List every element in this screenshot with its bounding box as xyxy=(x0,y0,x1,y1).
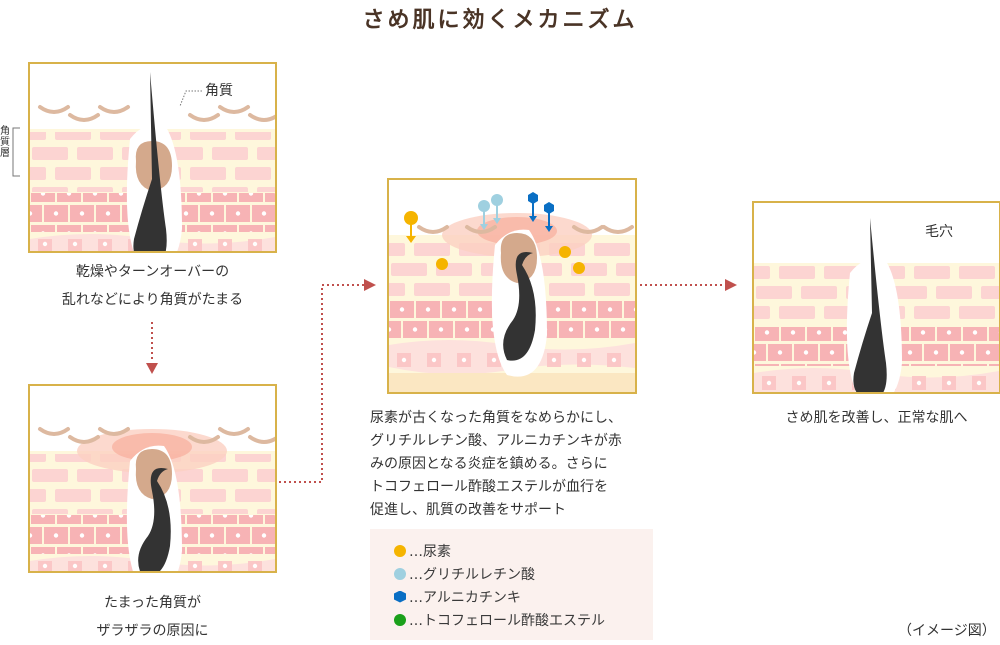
caption-line: 尿素が古くなった角質をなめらかにし、 xyxy=(370,410,622,426)
caption-line: 促進し、肌質の改善をサポート xyxy=(370,502,566,518)
arrow-connector-line xyxy=(279,284,364,483)
bracket xyxy=(12,127,20,177)
caption-step1: 乾燥やターンオーバーの 乱れなどにより角質がたまる xyxy=(20,258,285,314)
legend-item-arnica: …アルニカチンキ xyxy=(394,585,653,608)
panel-dry-skin xyxy=(28,62,277,253)
caption-line: 乱れなどにより角質がたまる xyxy=(61,292,244,308)
ingredient-legend: …尿素 …グリチルレチン酸 …アルニカチンキ …トコフェロール酢酸エステル xyxy=(370,529,653,640)
keratin-label: 角質 xyxy=(205,83,233,99)
caption-line: ザラザラの原因に xyxy=(96,623,209,639)
legend-label: …トコフェロール酢酸エステル xyxy=(409,612,605,629)
panel-treatment xyxy=(387,178,637,394)
legend-item-glycyrrhetinic: …グリチルレチン酸 xyxy=(394,562,653,585)
caption-line: たまった角質が xyxy=(103,595,202,611)
arrow-down-head xyxy=(146,363,158,374)
skin-illustration-ingredients xyxy=(389,192,635,392)
panel-rough-skin xyxy=(28,384,277,573)
panel-healthy-skin xyxy=(752,201,1000,394)
pore-label: 毛穴 xyxy=(925,224,953,240)
caption-line: 乾燥やターンオーバーの xyxy=(75,264,230,280)
lightblue-circle-icon xyxy=(394,567,406,580)
caption-line: グリチルレチン酸、アルニカチンキが赤 xyxy=(370,433,622,449)
legend-label: …グリチルレチン酸 xyxy=(409,566,535,583)
caption-line: トコフェロール酢酸エステルが血行を xyxy=(370,479,608,495)
skin-illustration-buildup xyxy=(30,72,275,251)
caption-line: みの原因となる炎症を鎮める。さらに xyxy=(370,456,608,472)
green-circle-icon xyxy=(394,613,406,626)
page-title: さめ肌に効くメカニズム xyxy=(362,8,638,33)
blue-hexagon-icon xyxy=(394,590,406,603)
arrow-right-head xyxy=(364,279,376,291)
caption-step3: 尿素が古くなった角質をなめらかにし、 グリチルレチン酸、アルニカチンキが赤 みの… xyxy=(370,407,660,522)
arrow-right-head-2 xyxy=(725,279,737,291)
legend-label: …アルニカチンキ xyxy=(409,589,521,606)
stratum-corneum-label: 角質層 xyxy=(0,126,10,159)
legend-item-urea: …尿素 xyxy=(394,539,653,562)
skin-illustration-inflamed xyxy=(30,427,275,571)
caption-step4: さめ肌を改善し、正常な肌へ xyxy=(785,410,968,426)
caption-step2: たまった角質が ザラザラの原因に xyxy=(20,589,285,645)
legend-item-tocopherol: …トコフェロール酢酸エステル xyxy=(394,608,653,631)
illustration-note: （イメージ図） xyxy=(898,623,996,639)
skin-illustration-healthy xyxy=(754,218,999,392)
yellow-circle-icon xyxy=(394,544,406,557)
legend-label: …尿素 xyxy=(409,543,451,560)
